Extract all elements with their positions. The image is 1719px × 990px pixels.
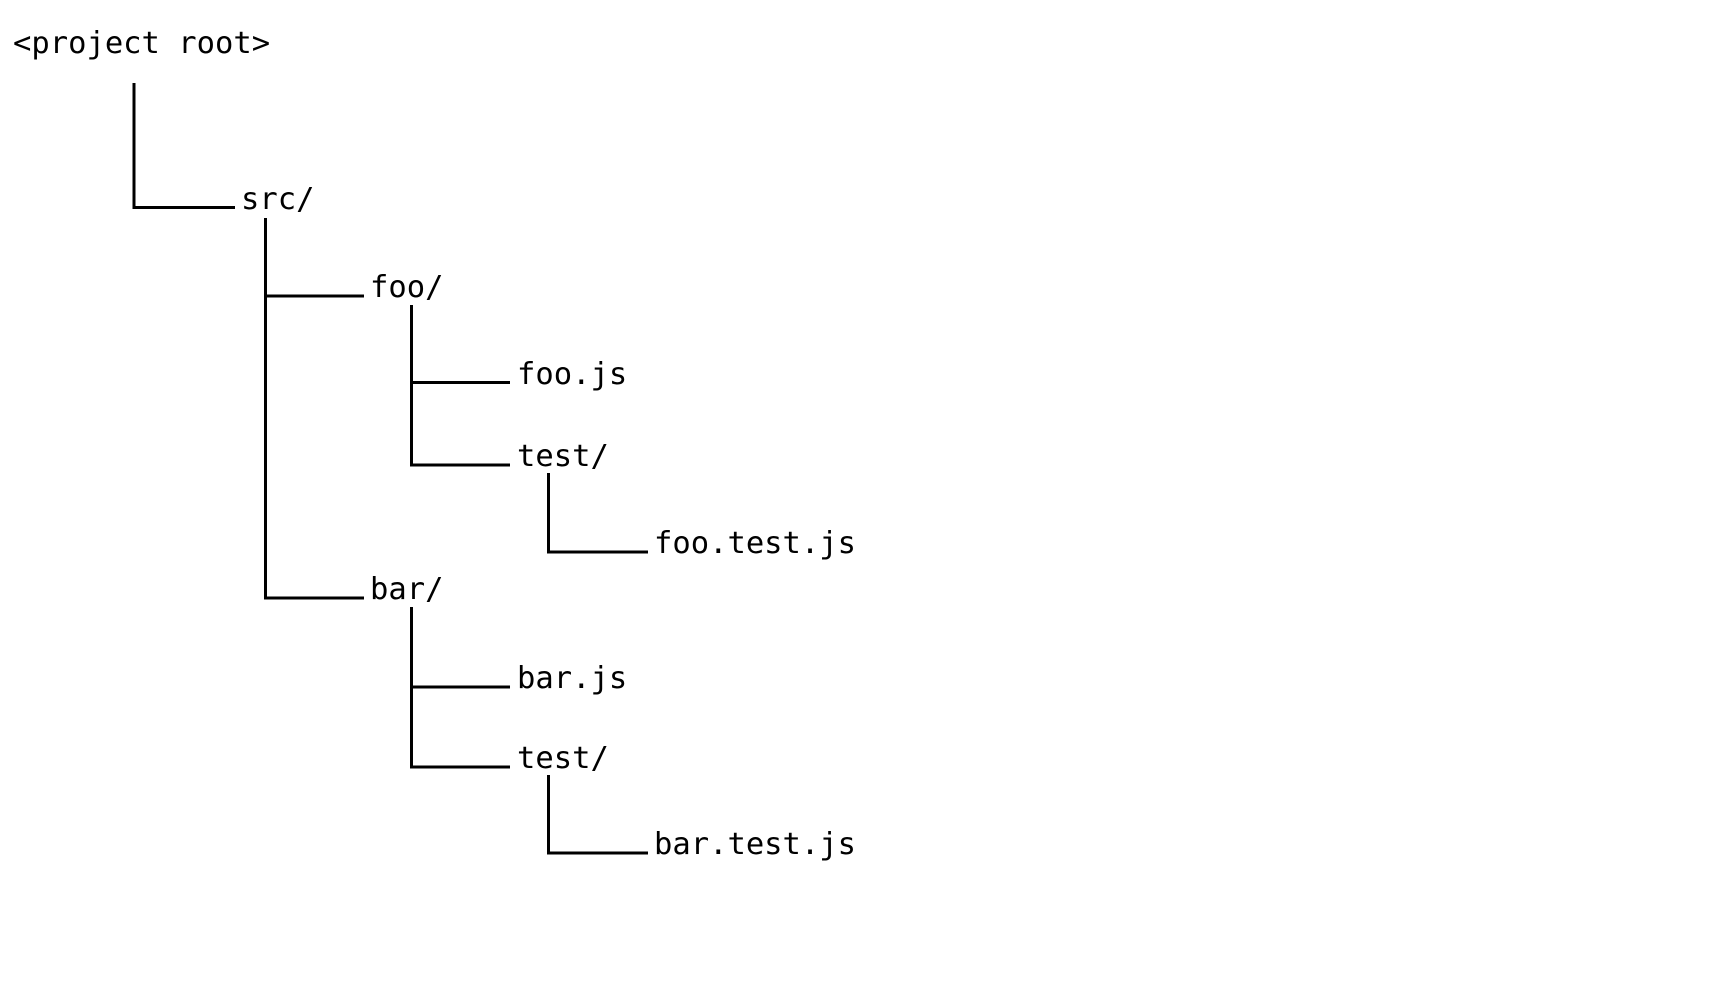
node-label-bar-test-dir: test/ (517, 741, 609, 776)
node-label-project-root: <project root> (13, 26, 270, 61)
connector-src-stem-to-bar (264, 218, 364, 600)
node-label-bar-dir: bar/ (370, 572, 443, 607)
node-label-foo-test-js: foo.test.js (654, 526, 856, 561)
node-label-foo-js: foo.js (517, 357, 627, 392)
connector-bar-stem-to-test (410, 607, 510, 769)
node-label-src: src/ (241, 182, 314, 217)
tree-connectors (132, 83, 648, 855)
node-label-foo-test-dir: test/ (517, 439, 609, 474)
node-label-bar-js: bar.js (517, 661, 627, 696)
connector-root-to-src (132, 83, 235, 209)
connector-foo-stem-to-test (410, 305, 510, 467)
connector-foo-test-to-foo-test-js (547, 473, 648, 554)
node-label-foo-dir: foo/ (370, 270, 443, 305)
tree-labels: <project root> src/ foo/ foo.js test/ fo… (13, 26, 856, 862)
connector-bar-test-to-bar-test-js (547, 775, 648, 855)
node-label-bar-test-js: bar.test.js (654, 827, 856, 862)
